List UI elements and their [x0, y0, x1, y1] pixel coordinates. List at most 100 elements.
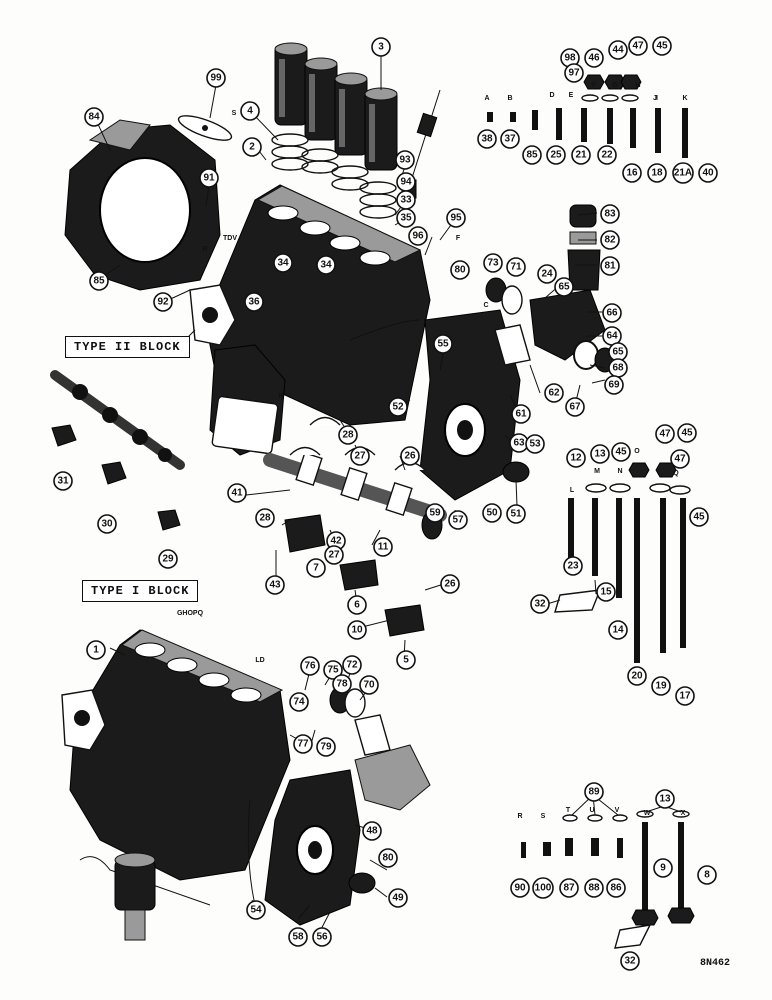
callout-circle — [388, 888, 408, 908]
callout-59: 59 — [425, 503, 445, 523]
callout-92: 92 — [153, 292, 173, 312]
callout-number: 73 — [487, 258, 499, 269]
callout-94: 94 — [396, 172, 416, 192]
callout-52: 52 — [388, 397, 408, 417]
callout-circle — [316, 737, 336, 757]
cam-bushing-rear — [157, 509, 181, 531]
callout-34: 34 — [316, 255, 336, 275]
callout-number: 89 — [588, 787, 600, 798]
callout-46: 46 — [584, 48, 604, 68]
letter-tag-a: A — [484, 95, 489, 102]
callout-91: 91 — [199, 168, 219, 188]
callout-number: 28 — [259, 513, 271, 524]
callout-number: 32 — [624, 956, 636, 967]
callout-circle — [537, 264, 557, 284]
callout-93: 93 — [395, 150, 415, 170]
callout-50: 50 — [482, 503, 502, 523]
callout-circle — [265, 575, 285, 595]
callout-number: 90 — [514, 883, 526, 894]
callout-13: 13 — [655, 789, 675, 809]
callout-number: 45 — [656, 41, 668, 52]
callout-circle — [622, 163, 642, 183]
letter-tag-f: F — [456, 235, 461, 242]
callout-number: 42 — [330, 536, 342, 547]
callout-circle — [596, 582, 616, 602]
callout-12: 12 — [566, 448, 586, 468]
callout-number: 7 — [313, 563, 319, 574]
letter-tag-ghopq: GHOPQ — [177, 610, 204, 617]
callout-circle — [620, 951, 640, 971]
callout-37: 37 — [500, 129, 520, 149]
callout-96: 96 — [408, 226, 428, 246]
callout-circle — [306, 558, 326, 578]
callout-20: 20 — [627, 666, 647, 686]
callout-29: 29 — [158, 549, 178, 569]
callout-28: 28 — [255, 508, 275, 528]
callout-circle — [408, 226, 428, 246]
bolts-bottom-right — [521, 822, 695, 926]
callout-number: 23 — [567, 561, 579, 572]
callout-53: 53 — [525, 434, 545, 454]
callout-13: 13 — [590, 444, 610, 464]
callout-number: 45 — [615, 447, 627, 458]
callout-circle — [546, 145, 566, 165]
callout-number: 52 — [392, 402, 404, 413]
callout-number: 92 — [157, 297, 169, 308]
callout-circle — [255, 508, 275, 528]
callout-30: 30 — [97, 514, 117, 534]
callout-number: 71 — [510, 262, 522, 273]
callout-32: 32 — [620, 951, 640, 971]
washers-bottom-right — [562, 810, 690, 822]
callout-circle — [566, 448, 586, 468]
callout-51: 51 — [506, 504, 526, 524]
callout-47: 47 — [655, 424, 675, 444]
callout-circle — [675, 686, 695, 706]
timing-gear-cover — [349, 309, 521, 501]
callout-circle — [97, 514, 117, 534]
callout-number: 70 — [363, 680, 375, 691]
letter-tag-k: K — [278, 393, 283, 400]
callout-number: 62 — [548, 388, 560, 399]
callout-86: 86 — [606, 878, 626, 898]
callout-79: 79 — [316, 737, 336, 757]
callout-27: 27 — [324, 545, 344, 565]
callout-circle — [563, 556, 583, 576]
callout-6: 6 — [347, 595, 367, 615]
letter-tag-j: J — [653, 95, 657, 102]
callout-number: 54 — [250, 905, 262, 916]
callout-87: 87 — [559, 878, 579, 898]
callout-number: 85 — [93, 276, 105, 287]
callout-number: 63 — [513, 438, 525, 449]
crankshaft — [263, 452, 447, 540]
callout-18: 18 — [647, 163, 667, 183]
letter-tag-q: Q — [673, 470, 679, 477]
nuts-and-washers-top — [581, 74, 642, 102]
callout-40: 40 — [698, 163, 718, 183]
callout-circle — [600, 256, 620, 276]
letter-tag-t: T — [566, 807, 571, 814]
callout-number: 100 — [535, 883, 552, 894]
callout-number: 84 — [88, 112, 100, 123]
callout-number: 47 — [659, 429, 671, 440]
part-callouts: 39984429185939433359596343436921A9846444… — [53, 36, 718, 971]
letter-tag-f: F — [592, 82, 597, 89]
callout-number: 16 — [626, 168, 638, 179]
callout-16: 16 — [622, 163, 642, 183]
callout-90: 90 — [510, 878, 530, 898]
callout-circle — [347, 620, 367, 640]
callout-circle — [347, 595, 367, 615]
callout-number: 67 — [569, 402, 581, 413]
callout-number: 47 — [632, 41, 644, 52]
cover-plate — [177, 115, 233, 141]
callout-number: 91 — [203, 173, 215, 184]
callout-circle — [153, 292, 173, 312]
letter-tag-n: N — [617, 468, 622, 475]
callout-number: 87 — [563, 883, 575, 894]
callout-number: 13 — [659, 794, 671, 805]
callout-number: 5 — [403, 655, 409, 666]
callout-circle — [653, 858, 673, 878]
callout-circle — [396, 208, 416, 228]
callout-number: 1 — [93, 645, 99, 656]
callout-26: 26 — [400, 446, 420, 466]
callout-number: 55 — [437, 339, 449, 350]
